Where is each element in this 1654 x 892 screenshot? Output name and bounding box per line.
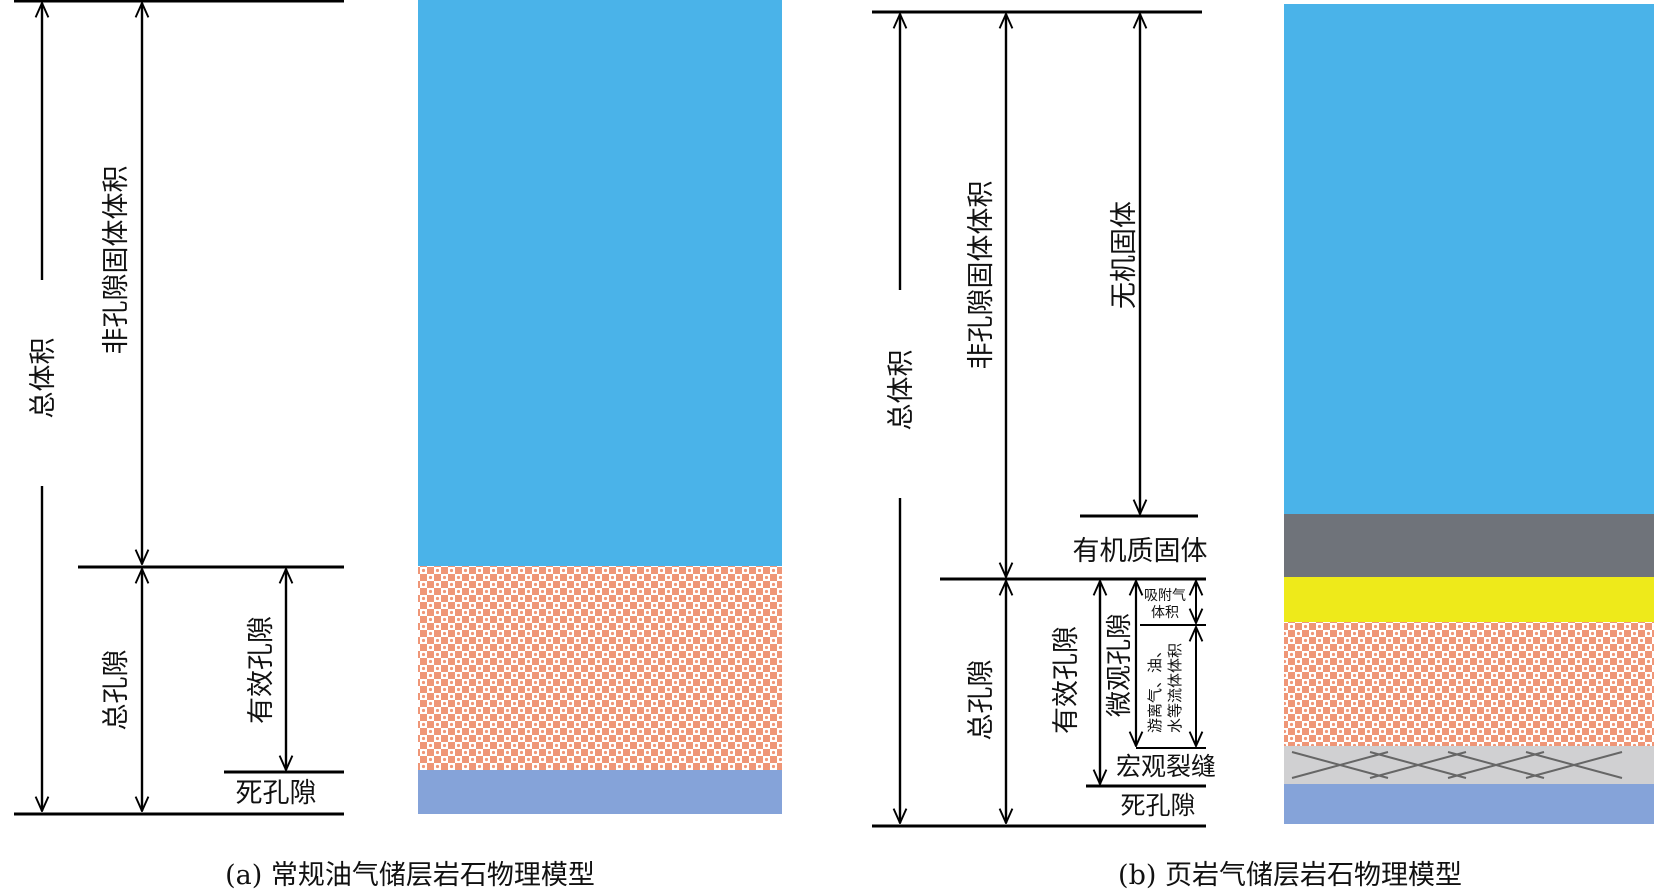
- panel-b-organic-solid-label: 有机质固体: [1073, 536, 1208, 567]
- panel-b-adsorbed-gas-label-2: 体积: [1151, 605, 1179, 621]
- panel-a: 总体积 非孔隙固体体积 总孔隙 有效孔隙 死孔隙 (a) 常规油气储层岩石物理模…: [14, 0, 782, 891]
- panel-a-effective-pore-layer: [418, 566, 782, 770]
- panel-b-inorganic-solid-label: 无机固体: [1109, 201, 1140, 309]
- panel-b-adsorbed-gas-layer: [1284, 577, 1654, 622]
- panel-b-macro-fractures-label: 宏观裂缝: [1116, 752, 1216, 781]
- panel-b-column: [1284, 4, 1654, 824]
- panel-a-column: [418, 0, 782, 814]
- panel-b-fracture-layer: [1284, 746, 1654, 784]
- panel-a-solid-layer: [418, 0, 782, 566]
- panel-a-total-volume-label: 总体积: [28, 338, 59, 419]
- panel-a-total-porosity-label: 总孔隙: [101, 650, 132, 731]
- panel-a-effective-porosity-label: 有效孔隙: [246, 616, 277, 724]
- panel-b-total-porosity-label: 总孔隙: [966, 660, 997, 741]
- panel-b-fracture-crosses: [1291, 751, 1623, 779]
- panel-a-caption: (a) 常规油气储层岩石物理模型: [225, 860, 595, 891]
- panel-b-dead-pore-layer: [1284, 784, 1654, 824]
- panel-b-organic-matter-layer: [1284, 514, 1654, 577]
- panel-a-dead-pore-layer: [418, 770, 782, 814]
- panel-b: 总体积 非孔隙固体体积 无机固体 有机质固体 总孔隙 有效孔隙 微观孔隙 吸附气…: [872, 4, 1654, 891]
- panel-b-total-volume-label: 总体积: [886, 350, 917, 431]
- panel-b-free-fluid-label-2: 水等流体体积: [1166, 643, 1184, 733]
- panel-b-dead-porosity-label: 死孔隙: [1120, 791, 1195, 820]
- panel-a-solid-volume-label: 非孔隙固体体积: [101, 166, 132, 355]
- panel-b-inorganic-solid-layer: [1284, 4, 1654, 514]
- panel-b-free-fluid-layer: [1284, 622, 1654, 746]
- panel-b-micro-pores-label: 微观孔隙: [1105, 613, 1135, 717]
- panel-b-caption: (b) 页岩气储层岩石物理模型: [1118, 860, 1462, 891]
- panel-b-solid-volume-label: 非孔隙固体体积: [966, 181, 997, 370]
- panel-b-free-fluid-label-1: 游离气、油、: [1146, 643, 1164, 733]
- panel-a-dead-porosity-label: 死孔隙: [236, 778, 317, 809]
- panel-b-adsorbed-gas-label-1: 吸附气: [1144, 588, 1186, 604]
- panel-b-effective-porosity-label: 有效孔隙: [1051, 626, 1082, 734]
